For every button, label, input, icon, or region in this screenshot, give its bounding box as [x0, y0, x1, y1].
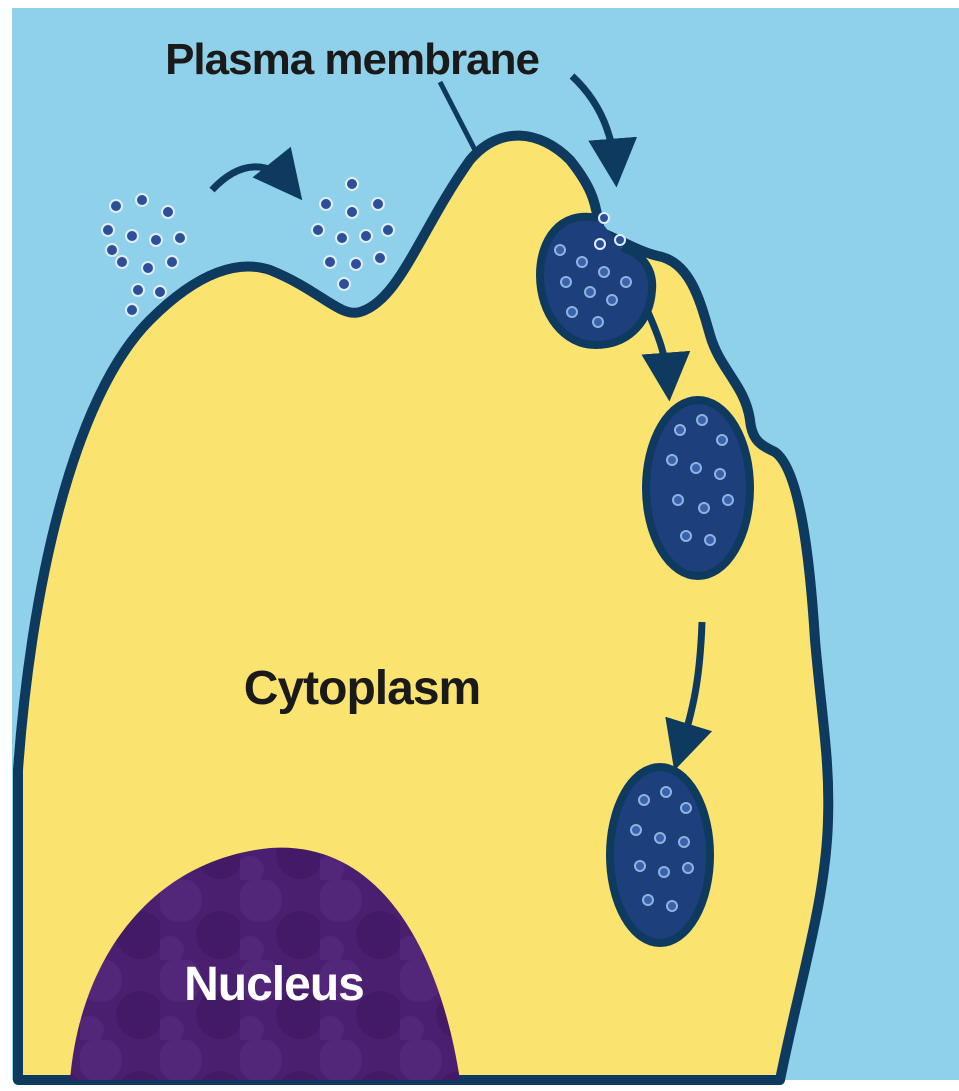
particle: [599, 213, 609, 223]
particle: [382, 224, 394, 236]
particle: [593, 317, 603, 327]
particle: [683, 863, 693, 873]
particle: [102, 224, 114, 236]
particle: [162, 206, 174, 218]
particle: [585, 287, 595, 297]
particle: [673, 495, 683, 505]
particle: [699, 503, 709, 513]
particle: [166, 256, 178, 268]
particle: [717, 435, 727, 445]
particle: [150, 234, 162, 246]
particle: [561, 277, 571, 287]
particle: [320, 198, 332, 210]
particle: [667, 901, 677, 911]
particle: [336, 232, 348, 244]
particle: [346, 178, 358, 190]
particle: [360, 230, 372, 242]
particle: [675, 425, 685, 435]
particle: [174, 232, 186, 244]
particle: [705, 535, 715, 545]
particle: [106, 244, 118, 256]
particle: [346, 206, 358, 218]
particle: [126, 304, 138, 316]
particle: [136, 194, 148, 206]
particle: [715, 469, 725, 479]
particle: [132, 284, 144, 296]
label-plasma-membrane: Plasma membrane: [165, 35, 539, 84]
pinching-vesicle: [646, 400, 750, 576]
particle: [350, 258, 362, 270]
particle: [667, 455, 677, 465]
particle: [374, 252, 386, 264]
particle: [639, 795, 649, 805]
particle: [116, 256, 128, 268]
particle: [126, 230, 138, 242]
particle: [567, 307, 577, 317]
particle: [723, 495, 733, 505]
particle: [615, 235, 625, 245]
particle: [697, 415, 707, 425]
particle: [659, 867, 669, 877]
particle: [607, 295, 617, 305]
particle: [338, 278, 350, 290]
particle: [577, 257, 587, 267]
label-nucleus: Nucleus: [184, 958, 364, 1011]
particle: [372, 198, 384, 210]
particle: [661, 787, 671, 797]
particle: [691, 463, 701, 473]
particle: [324, 256, 336, 268]
label-cytoplasm: Cytoplasm: [244, 662, 480, 715]
particle: [635, 861, 645, 871]
particle: [110, 200, 122, 212]
particle: [679, 837, 689, 847]
internalized-vesicle: [610, 767, 710, 943]
particle: [142, 262, 154, 274]
particle: [681, 803, 691, 813]
particle: [655, 833, 665, 843]
particle: [599, 267, 609, 277]
particle: [555, 245, 565, 255]
particle: [643, 895, 653, 905]
particle: [621, 277, 631, 287]
particle: [631, 825, 641, 835]
particle: [312, 224, 324, 236]
particle: [681, 531, 691, 541]
particle: [154, 286, 166, 298]
particle: [595, 239, 605, 249]
